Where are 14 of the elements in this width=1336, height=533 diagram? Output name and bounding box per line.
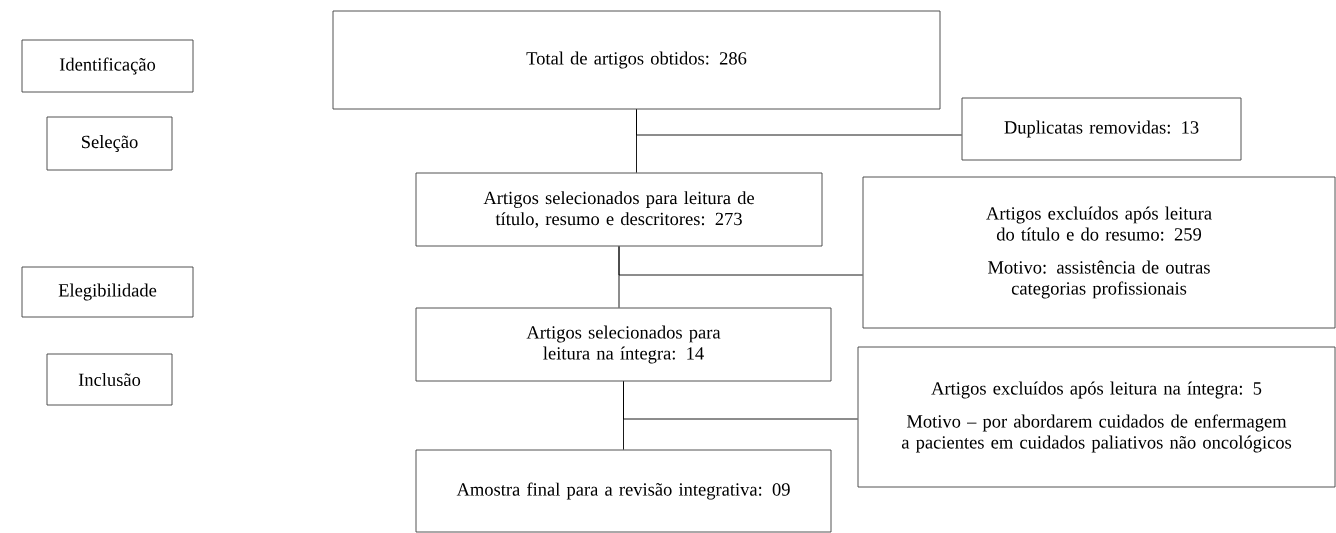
process-box: Artigos selecionados para leitura de título, resumo e descritores: 273 [415,172,823,247]
process-box: Artigos selecionados para leitura na íntegra: 14 [415,307,832,382]
connector-line [618,246,863,276]
label-box: Inclusão [46,353,173,406]
process-box: Amostra final para a revisão integrativa: 09 [415,449,832,533]
process-box: Artigos excluídos após leitura do título e do resumo: 259 Motivo: assistência de outras categorias profissionais [862,176,1336,329]
process-box: Total de artigos obtidos: 286 [332,10,941,110]
label-box: Identificação [21,39,194,93]
process-box: Duplicatas removidas: 13 [961,97,1242,161]
connector-line [636,109,962,136]
label-box: Seleção [46,116,173,171]
label-box: Elegibilidade [21,266,194,318]
process-box: Artigos excluídos após leitura na íntegra: 5 Motivo – por abordarem cuidados de enfermagem a pacientes em cuidados paliativos não oncológicos [857,346,1336,488]
connector-line [623,381,858,420]
